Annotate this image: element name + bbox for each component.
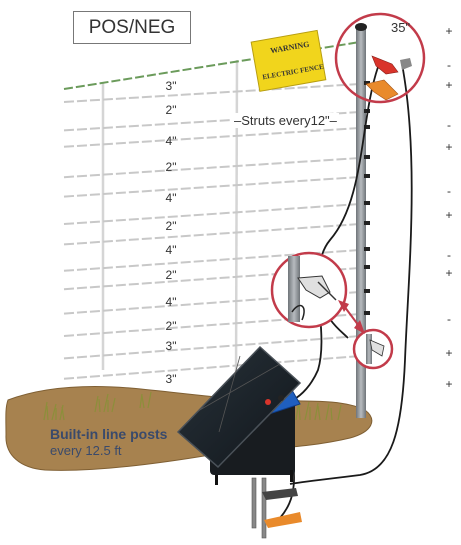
spacing-label: 3" xyxy=(160,80,182,92)
fence-wire xyxy=(64,204,360,224)
struts-label-text: Struts every12" xyxy=(241,113,329,128)
polarity-label: - xyxy=(443,58,455,72)
polarity-label: - xyxy=(443,312,455,326)
polarity-label: - xyxy=(443,118,455,132)
insulator xyxy=(364,247,370,251)
polarity-label: + xyxy=(443,208,455,222)
polarity-label: + xyxy=(443,78,455,92)
fence-wire xyxy=(64,224,360,244)
insulator xyxy=(364,289,370,293)
spacing-label: 2" xyxy=(160,104,182,116)
fence-wire xyxy=(64,177,360,197)
insulator xyxy=(364,311,370,315)
spacing-label: 4" xyxy=(160,192,182,204)
polarity-label: + xyxy=(443,346,455,360)
title-box: POS/NEG xyxy=(73,11,191,44)
fence-wire xyxy=(64,336,360,358)
spacing-label: 3" xyxy=(160,373,182,385)
top-height-label: 35" xyxy=(391,20,410,35)
insulator xyxy=(364,221,370,225)
insulator xyxy=(364,174,370,178)
posts-label: Built-in line posts xyxy=(50,426,167,442)
fence-wires xyxy=(64,84,360,379)
spacing-label: 2" xyxy=(160,220,182,232)
spacing-label: 4" xyxy=(160,296,182,308)
ground-rod xyxy=(252,478,266,538)
fence-wire xyxy=(64,158,360,177)
posts-sub-label: every 12.5 ft xyxy=(50,443,122,458)
struts-label-right-dash: – xyxy=(330,113,337,128)
polarity-label: + xyxy=(443,377,455,391)
spacing-label: 2" xyxy=(160,161,182,173)
spacing-label: 4" xyxy=(160,244,182,256)
polarity-label: - xyxy=(443,248,455,262)
polarity-label: - xyxy=(443,184,455,198)
struts-label: –Struts every12"– xyxy=(232,113,339,128)
spacing-label: 4" xyxy=(160,135,182,147)
polarity-label: + xyxy=(443,266,455,280)
spacing-label: 2" xyxy=(160,269,182,281)
warning-sign xyxy=(251,30,326,91)
post-cap xyxy=(355,23,367,31)
spacing-label: 3" xyxy=(160,340,182,352)
polarity-label: + xyxy=(443,140,455,154)
insulator xyxy=(364,155,370,159)
polarity-label: + xyxy=(443,24,455,38)
fence-wire xyxy=(64,128,360,147)
insulator xyxy=(364,201,370,205)
bottom-clips xyxy=(262,488,302,528)
fence-wire xyxy=(64,84,360,102)
insulator xyxy=(364,265,370,269)
spacing-label: 2" xyxy=(160,320,182,332)
